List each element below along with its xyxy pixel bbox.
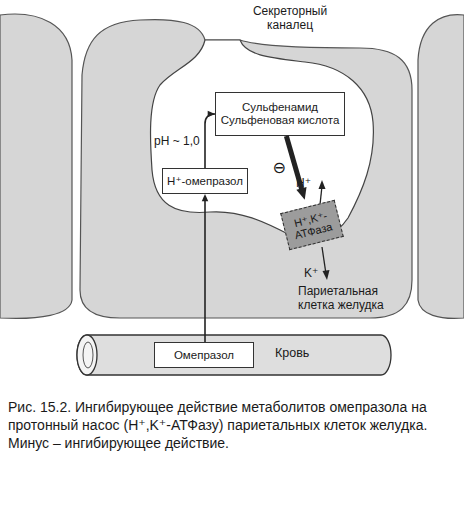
arrow-head — [208, 111, 215, 118]
node-text: Омепразол — [174, 349, 234, 362]
vessel-body — [77, 335, 391, 375]
flow-arrow — [205, 111, 215, 168]
cell-label: Париетальная клетка желудка — [298, 284, 410, 312]
edge-label: pH ~ 1,0 — [154, 134, 200, 148]
node-text: Кровь — [275, 346, 309, 360]
parietal-cell — [80, 20, 412, 318]
edge-label: ⊖ — [273, 161, 286, 175]
arrow-head — [323, 270, 330, 280]
arrow-head — [202, 194, 209, 201]
secretory-canaliculus — [150, 40, 373, 240]
flow-arrow — [286, 136, 306, 200]
node-text: Сульфенамид Сульфеновая кислота — [219, 101, 341, 127]
node-text: H⁺,K⁺-АТФаза — [285, 207, 339, 242]
connector-line — [205, 114, 215, 168]
ion-label: H⁺ — [296, 176, 316, 190]
flow-arrow — [202, 194, 209, 342]
vessel-opening — [77, 335, 97, 375]
process-box: H⁺-омепразол — [162, 168, 248, 194]
blood-vessel: Кровь Омепразол — [75, 333, 393, 377]
process-box: Сульфенамид Сульфеновая кислота — [215, 92, 345, 136]
neighbor-cell — [0, 14, 72, 318]
arrow-head — [319, 180, 326, 189]
connector-line — [204, 200, 206, 342]
node-text: H⁺-омепразол — [167, 175, 243, 188]
drug-box: Омепразол — [154, 342, 254, 368]
k-ion-arrow — [322, 247, 326, 274]
ion-label: K⁺ — [304, 266, 324, 280]
vessel-lumen — [83, 342, 93, 368]
neighbor-cell — [418, 15, 464, 319]
region-label: Секреторный каналец — [235, 4, 345, 32]
figure-caption: Рис. 15.2. Ингибирующее действие метабол… — [8, 398, 456, 452]
